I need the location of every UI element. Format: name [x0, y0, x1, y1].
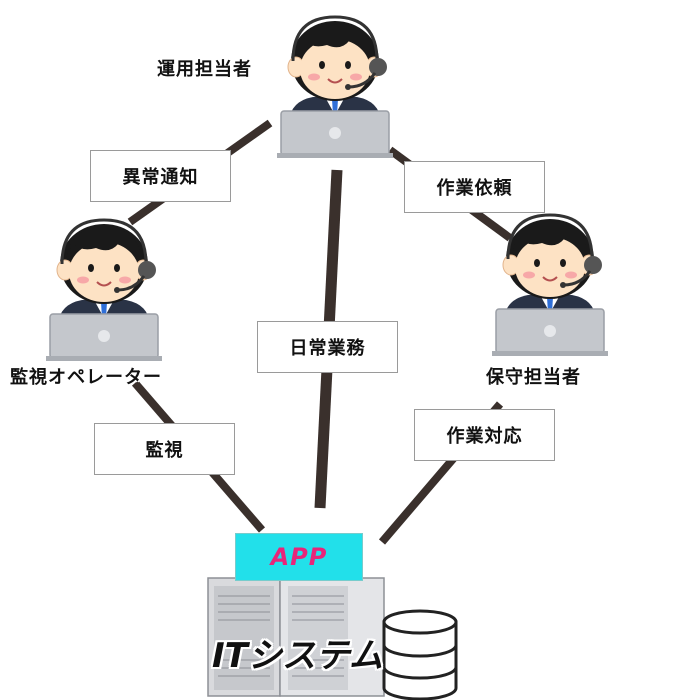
edge-label-daily-operations: 日常業務 — [257, 321, 398, 373]
monitor-operator-avatar — [44, 218, 164, 363]
ops-manager-avatar — [275, 15, 395, 160]
edge-label-work-response: 作業対応 — [414, 409, 555, 461]
it-system-label: ITシステム — [212, 636, 383, 676]
edge-label-work-request: 作業依頼 — [404, 161, 545, 213]
maintenance-manager-label: 保守担当者 — [486, 367, 581, 388]
edge-label-anomaly-notification: 異常通知 — [90, 150, 231, 202]
ops-manager-label: 運用担当者 — [157, 59, 252, 80]
database-icon — [382, 609, 458, 700]
edge-label-monitoring: 監視 — [94, 423, 235, 475]
monitor-operator-label: 監視オペレーター — [10, 367, 162, 388]
app-box: APP — [235, 533, 363, 581]
